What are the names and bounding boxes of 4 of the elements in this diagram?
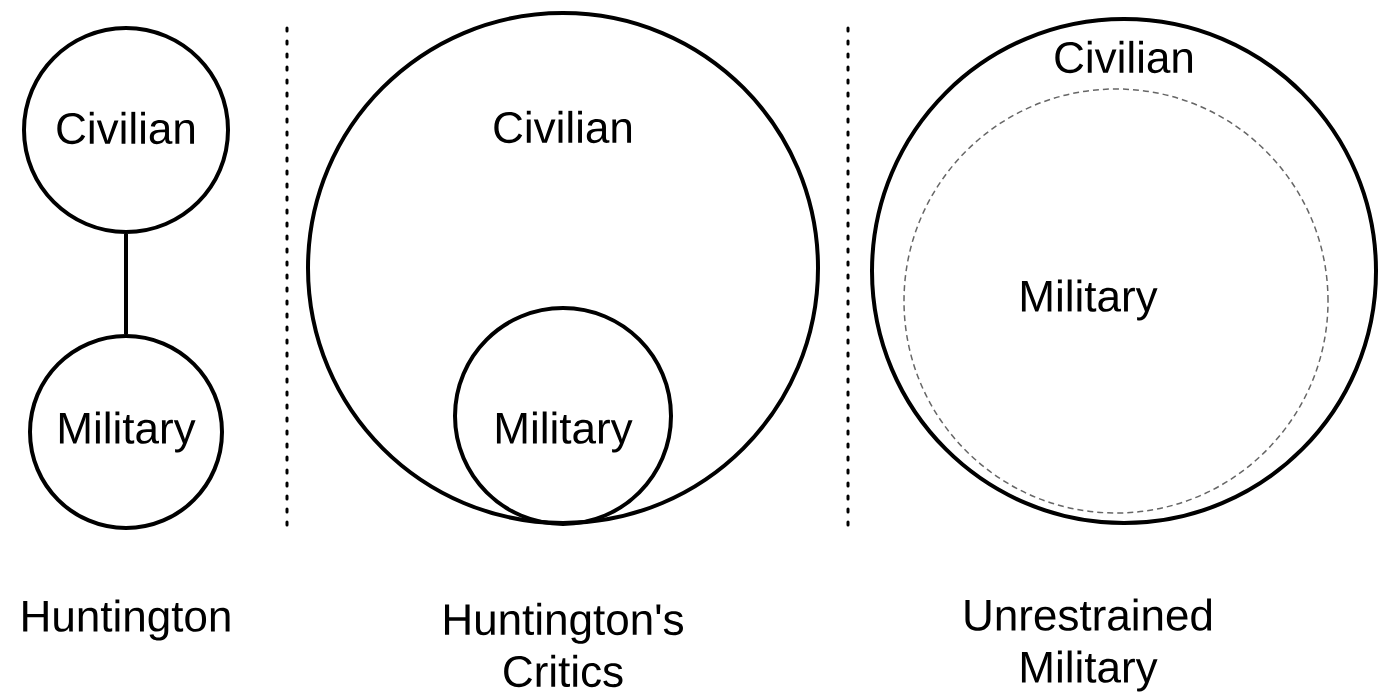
- connector-line: [124, 234, 128, 334]
- caption: Huntington: [23, 599, 230, 641]
- caption: Huntington's Critics: [445, 602, 683, 688]
- caption: Unrestrained Military: [965, 598, 1212, 692]
